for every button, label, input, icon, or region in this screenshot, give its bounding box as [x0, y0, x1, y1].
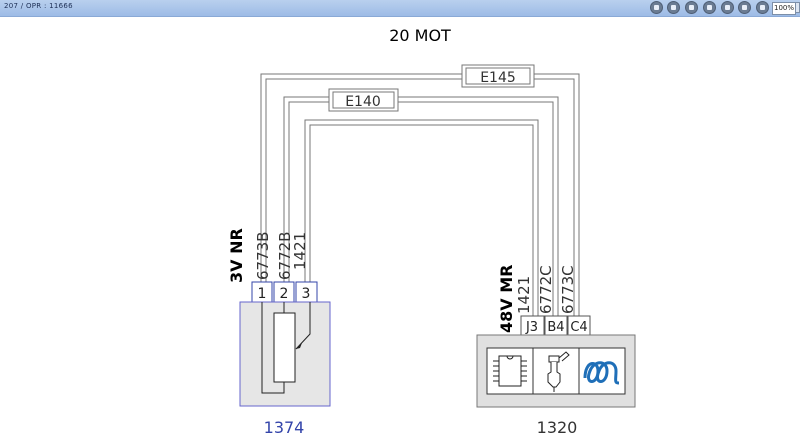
left-component-1374[interactable] — [239, 301, 331, 407]
injector-icon — [547, 351, 570, 392]
left-connector-pins: 1 2 3 — [251, 281, 318, 303]
right-component-id[interactable]: 1320 — [537, 418, 578, 437]
left-wire-label-3: 1421 — [291, 232, 309, 270]
svg-text:E145: E145 — [480, 70, 516, 86]
right-wire-label-3: 6773C — [559, 265, 577, 314]
forward-icon[interactable] — [703, 1, 716, 14]
right-pin-b4: B4 — [547, 320, 564, 335]
zoom-out-icon[interactable] — [756, 1, 769, 14]
up-icon[interactable] — [667, 1, 680, 14]
zoom-in-icon[interactable] — [738, 1, 751, 14]
ecu-chip-icon — [493, 355, 527, 387]
left-pin-3: 3 — [302, 286, 311, 302]
right-connector-labels: 48V MR 1421 6772C 6773C — [497, 265, 577, 333]
wire-6772 — [283, 96, 559, 316]
left-connector-labels: 3V NR 6773B 6772B 1421 — [227, 228, 309, 283]
wire-1421 — [304, 119, 539, 316]
right-pin-c4: C4 — [570, 320, 587, 335]
left-pin-2: 2 — [280, 286, 289, 302]
svg-text:E140: E140 — [345, 94, 381, 110]
left-component-id[interactable]: 1374 — [264, 418, 305, 437]
viewer-toolbar: 207 / OPR : 11666 100% — [0, 0, 800, 17]
right-wire-label-2: 6772C — [537, 265, 555, 314]
back-icon[interactable] — [685, 1, 698, 14]
left-pin-1: 1 — [258, 286, 267, 302]
right-pin-j3: J3 — [525, 320, 538, 335]
document-title: 207 / OPR : 11666 — [4, 2, 73, 10]
right-component-1320[interactable] — [476, 334, 636, 408]
harness-label-e145: E145 — [461, 64, 535, 88]
zoom-level-field[interactable]: 100% — [772, 2, 796, 15]
home-icon[interactable] — [650, 1, 663, 14]
right-connector-pins: J3 B4 C4 — [520, 315, 591, 336]
print-icon[interactable] — [721, 1, 734, 14]
left-wire-label-1: 6773B — [254, 232, 272, 280]
wire-harness — [260, 73, 580, 316]
left-connector-label: 3V NR — [227, 228, 246, 283]
left-wire-label-2: 6772B — [276, 232, 294, 280]
coil-icon — [583, 361, 620, 385]
arrow-icon — [296, 343, 302, 349]
diagram-title: 20 MOT — [389, 26, 451, 45]
wire-6773 — [260, 73, 580, 316]
right-connector-label: 48V MR — [497, 265, 516, 333]
right-wire-label-1: 1421 — [515, 276, 533, 314]
harness-label-e140: E140 — [328, 88, 399, 112]
